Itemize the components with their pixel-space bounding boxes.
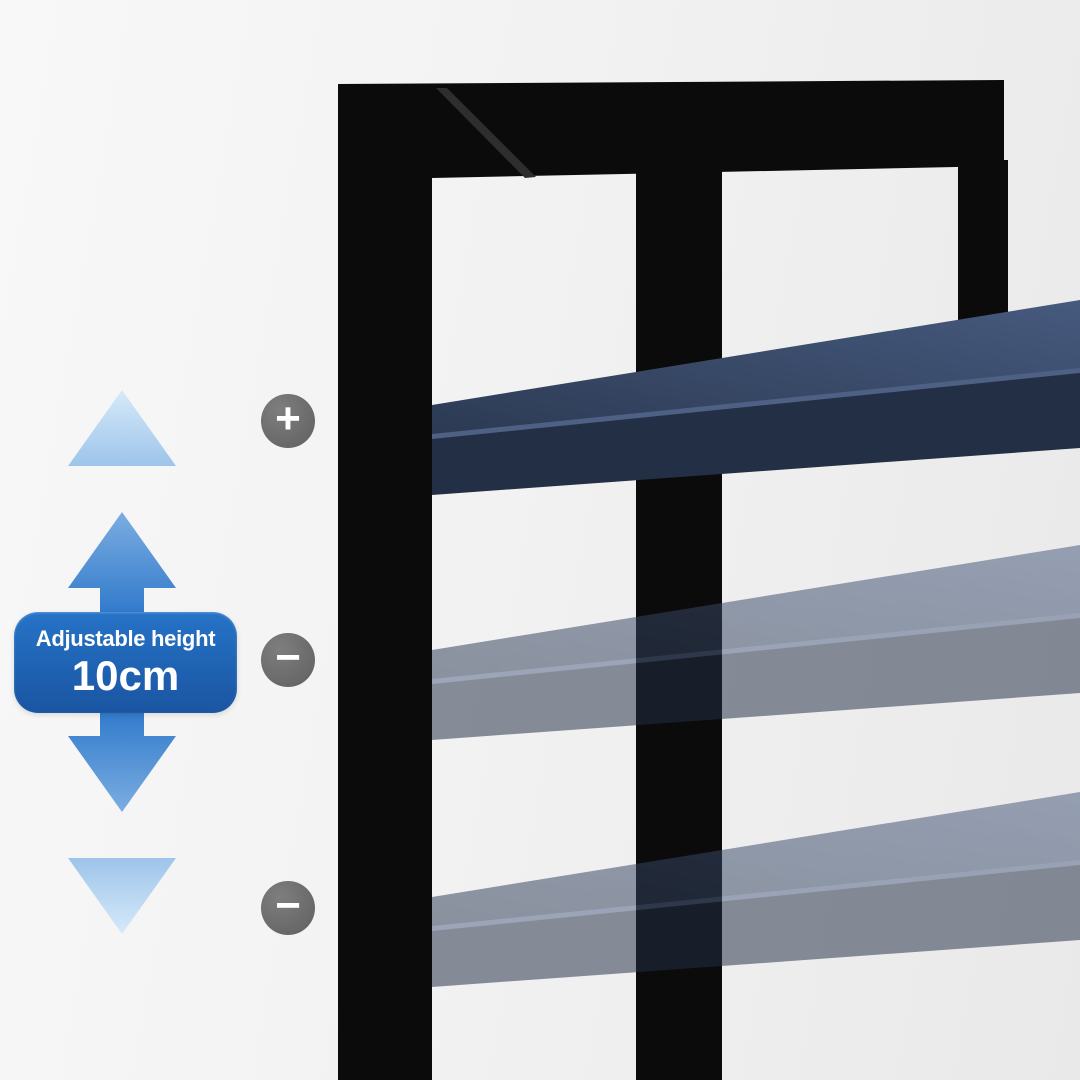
down-arrow-head-inner <box>68 736 176 812</box>
shelf-ghost-upper <box>432 545 1080 740</box>
minus-icon: − <box>275 881 301 930</box>
shelf-ghost-lower <box>432 792 1080 987</box>
frame-top-rail <box>338 80 1004 178</box>
height-badge-value: 10cm <box>71 651 180 699</box>
marker-raise-position: + <box>261 394 315 448</box>
marker-lower-position-bottom: − <box>261 881 315 935</box>
up-arrow-shaft <box>100 586 144 616</box>
frame-rear-post <box>958 160 1008 335</box>
height-badge-title: Adjustable height <box>35 626 216 652</box>
plus-icon: + <box>275 394 301 443</box>
frame-miter-seam <box>436 88 536 178</box>
shelf-solid <box>432 300 1080 495</box>
up-arrow-head-outer <box>68 390 176 466</box>
down-arrow-icon <box>68 708 176 934</box>
frame-left-post <box>338 84 432 1080</box>
minus-icon: − <box>275 633 301 682</box>
marker-lower-position-middle: − <box>261 633 315 687</box>
up-arrow-head-inner <box>68 512 176 588</box>
up-arrow-icon <box>68 390 176 616</box>
down-arrow-head-outer <box>68 858 176 934</box>
height-badge: Adjustable height 10cm <box>14 612 237 713</box>
